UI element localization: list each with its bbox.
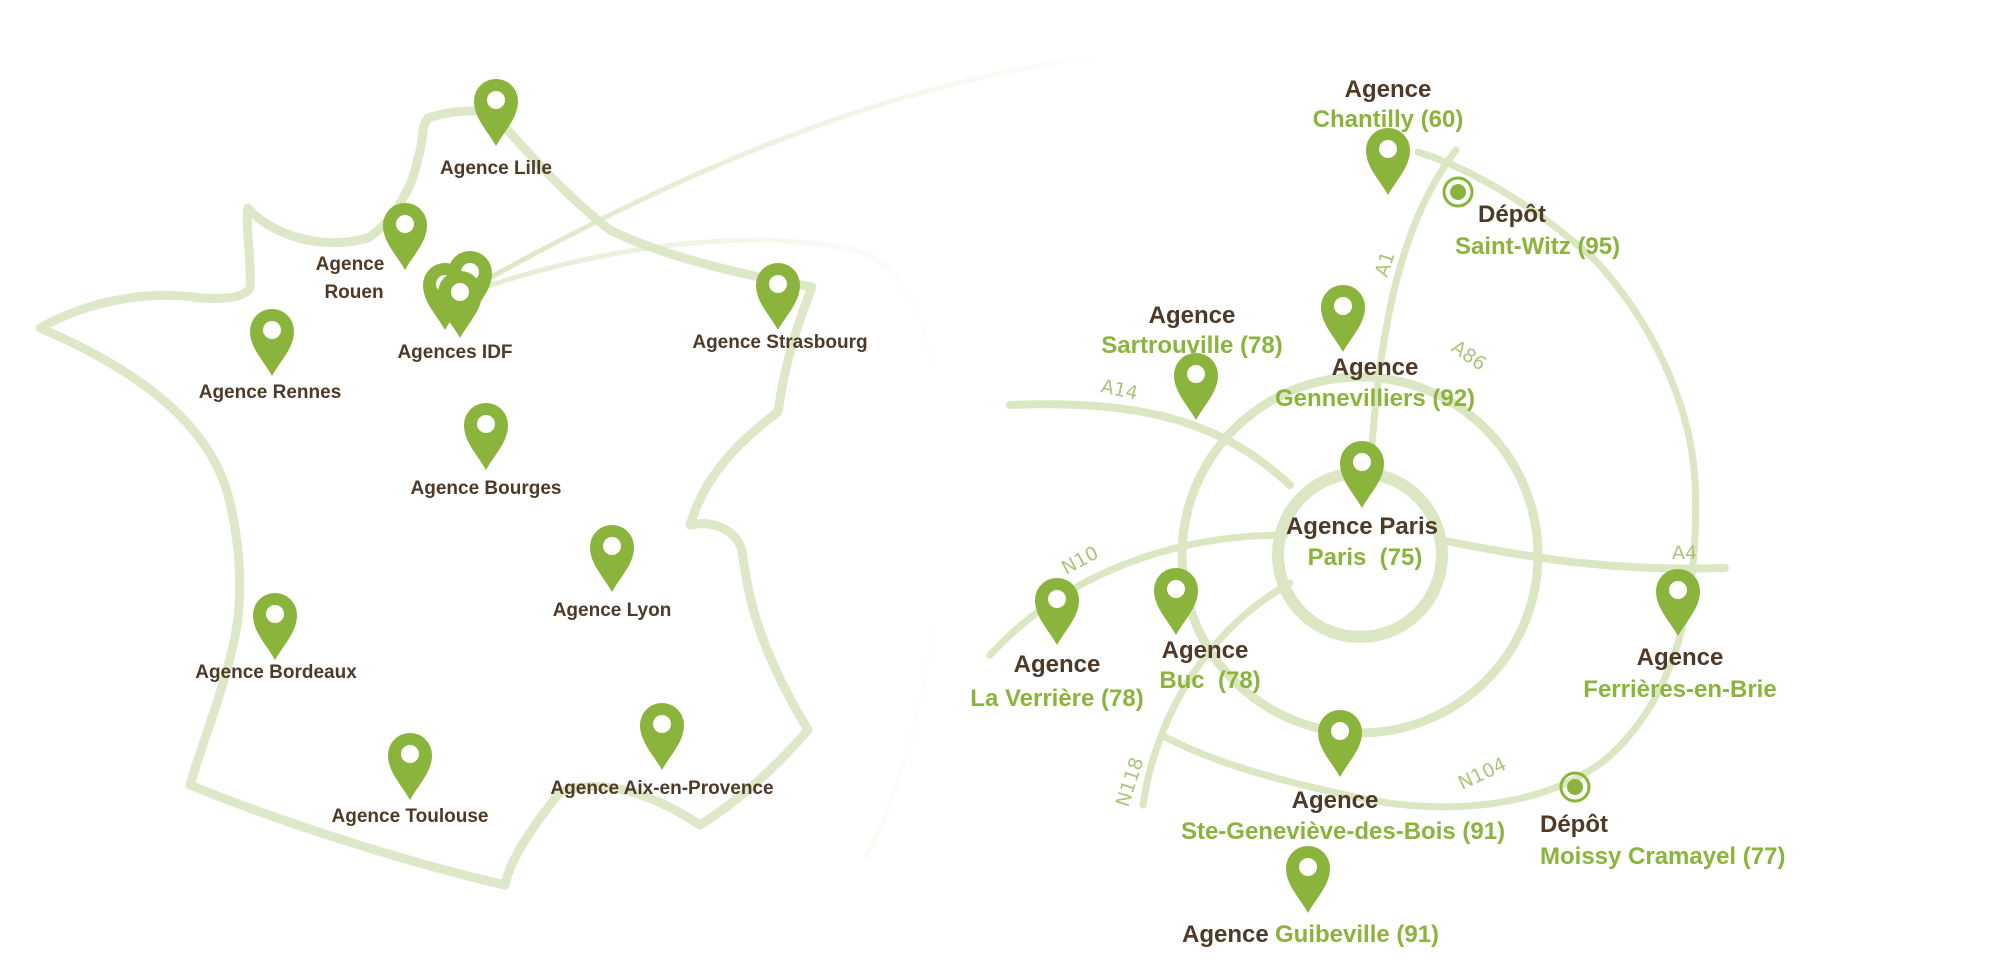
ring-francilienne: [1161, 148, 1700, 811]
moissy-title: Dépôt: [1540, 811, 1608, 838]
label-rennes: Agence Rennes: [199, 382, 342, 403]
sartrouville-title: Agence: [1149, 302, 1236, 329]
pin-lille[interactable]: Agence Lille: [440, 79, 552, 179]
laverriere-title: Agence: [1014, 651, 1101, 678]
pin-rouen[interactable]: Agence Rouen: [316, 203, 427, 303]
stegenevieve-place: Ste-Geneviève-des-Bois (91): [1181, 818, 1505, 845]
map-pin-icon: [1154, 568, 1198, 635]
pin-toulouse[interactable]: Agence Toulouse: [332, 733, 489, 827]
pin-strasbourg[interactable]: Agence Strasbourg: [692, 263, 868, 353]
road-a4: [1436, 536, 1729, 573]
agency-buc[interactable]: Agence Buc (78): [1154, 568, 1261, 694]
pin-rennes[interactable]: Agence Rennes: [199, 309, 342, 403]
map-pin-icon: [1174, 353, 1218, 420]
pin-aix[interactable]: Agence Aix-en-Provence: [550, 703, 774, 799]
gennevilliers-place: Gennevilliers (92): [1275, 385, 1475, 412]
saintwitz-title: Dépôt: [1478, 201, 1546, 228]
buc-title: Agence: [1162, 637, 1249, 664]
saintwitz-place: Saint-Witz (95): [1455, 233, 1620, 260]
idf-roads: [986, 146, 1729, 811]
label-bourges: Agence Bourges: [411, 478, 562, 499]
road-label-a86: A86: [1447, 336, 1490, 375]
pin-lyon[interactable]: Agence Lyon: [553, 525, 672, 621]
depot-moissy[interactable]: Dépôt Moissy Cramayel (77): [1540, 771, 1785, 870]
label-bordeaux: Agence Bordeaux: [195, 662, 357, 683]
laverriere-place: La Verrière (78): [970, 685, 1143, 712]
pin-bourges[interactable]: Agence Bourges: [411, 403, 562, 499]
map-pin-icon: [250, 309, 294, 376]
map-pin-icon: [464, 403, 508, 470]
agency-paris[interactable]: Agence Paris Paris (75): [1286, 441, 1438, 571]
label-lyon: Agence Lyon: [553, 600, 672, 621]
buc-place: Buc (78): [1159, 667, 1260, 694]
agency-guibeville[interactable]: Agence Guibeville (91): [1182, 846, 1439, 948]
agency-laverriere[interactable]: Agence La Verrière (78): [970, 578, 1144, 712]
depot-saintwitz[interactable]: Dépôt Saint-Witz (95): [1442, 176, 1620, 260]
road-n118: [1139, 579, 1294, 809]
map-pin-icon: [640, 703, 684, 770]
map-pin-icon: [253, 593, 297, 660]
label-strasbourg: Agence Strasbourg: [692, 332, 867, 353]
depot-target-icon: [1442, 176, 1474, 208]
map-pin-icon: [1318, 710, 1362, 777]
label-toulouse: Agence Toulouse: [332, 806, 489, 827]
agency-gennevilliers[interactable]: Agence Gennevilliers (92): [1275, 285, 1475, 412]
chantilly-title: Agence: [1345, 76, 1432, 103]
depot-target-icon: [1559, 771, 1591, 803]
map-pin-icon: [383, 203, 427, 270]
map-pin-icon: [1321, 285, 1365, 352]
road-label-n104: N104: [1455, 753, 1510, 794]
road-n10: [986, 531, 1289, 659]
map-pin-icon: [1340, 441, 1384, 508]
map-pin-icon: [590, 525, 634, 592]
guibeville-title: Agence: [1182, 921, 1269, 948]
map-pin-icon: [756, 263, 800, 330]
label-lille: Agence Lille: [440, 158, 552, 179]
gennevilliers-title: Agence: [1332, 354, 1419, 381]
agency-stegenevieve[interactable]: Agence Ste-Geneviève-des-Bois (91): [1181, 710, 1505, 845]
label-aix: Agence Aix-en-Provence: [550, 778, 773, 799]
agency-ferrieres[interactable]: Agence Ferrières-en-Brie: [1583, 569, 1777, 703]
map-pin-icon: [1035, 578, 1079, 645]
label-rouen-line1: Agence: [316, 254, 385, 275]
guibeville-place: Guibeville (91): [1275, 921, 1439, 948]
pin-bordeaux[interactable]: Agence Bordeaux: [195, 593, 357, 683]
road-label-a4: A4: [1672, 542, 1697, 564]
map-pin-icon: [388, 733, 432, 800]
road-a1: [1366, 146, 1460, 479]
road-a14: [1006, 400, 1294, 489]
label-rouen-line2: Rouen: [324, 282, 383, 303]
stegenevieve-title: Agence: [1292, 787, 1379, 814]
paris-title: Agence Paris: [1286, 513, 1438, 540]
pin-idf[interactable]: Agences IDF: [397, 251, 513, 363]
zoom-connector: [466, 52, 1111, 862]
agency-chantilly[interactable]: Agence Chantilly (60): [1313, 76, 1464, 195]
map-pin-icon: [1286, 846, 1330, 913]
france-outline: [35, 106, 817, 890]
label-idf: Agences IDF: [397, 342, 512, 363]
moissy-place: Moissy Cramayel (77): [1540, 843, 1785, 870]
ferrieres-place: Ferrières-en-Brie: [1583, 676, 1776, 703]
agency-sartrouville[interactable]: Agence Sartrouville (78): [1101, 302, 1283, 420]
map-pin-icon: [1656, 569, 1700, 636]
paris-place: Paris (75): [1308, 544, 1423, 571]
road-label-a14: A14: [1099, 375, 1140, 404]
ferrieres-title: Agence: [1637, 644, 1724, 671]
map-pin-icon: [1366, 128, 1410, 195]
